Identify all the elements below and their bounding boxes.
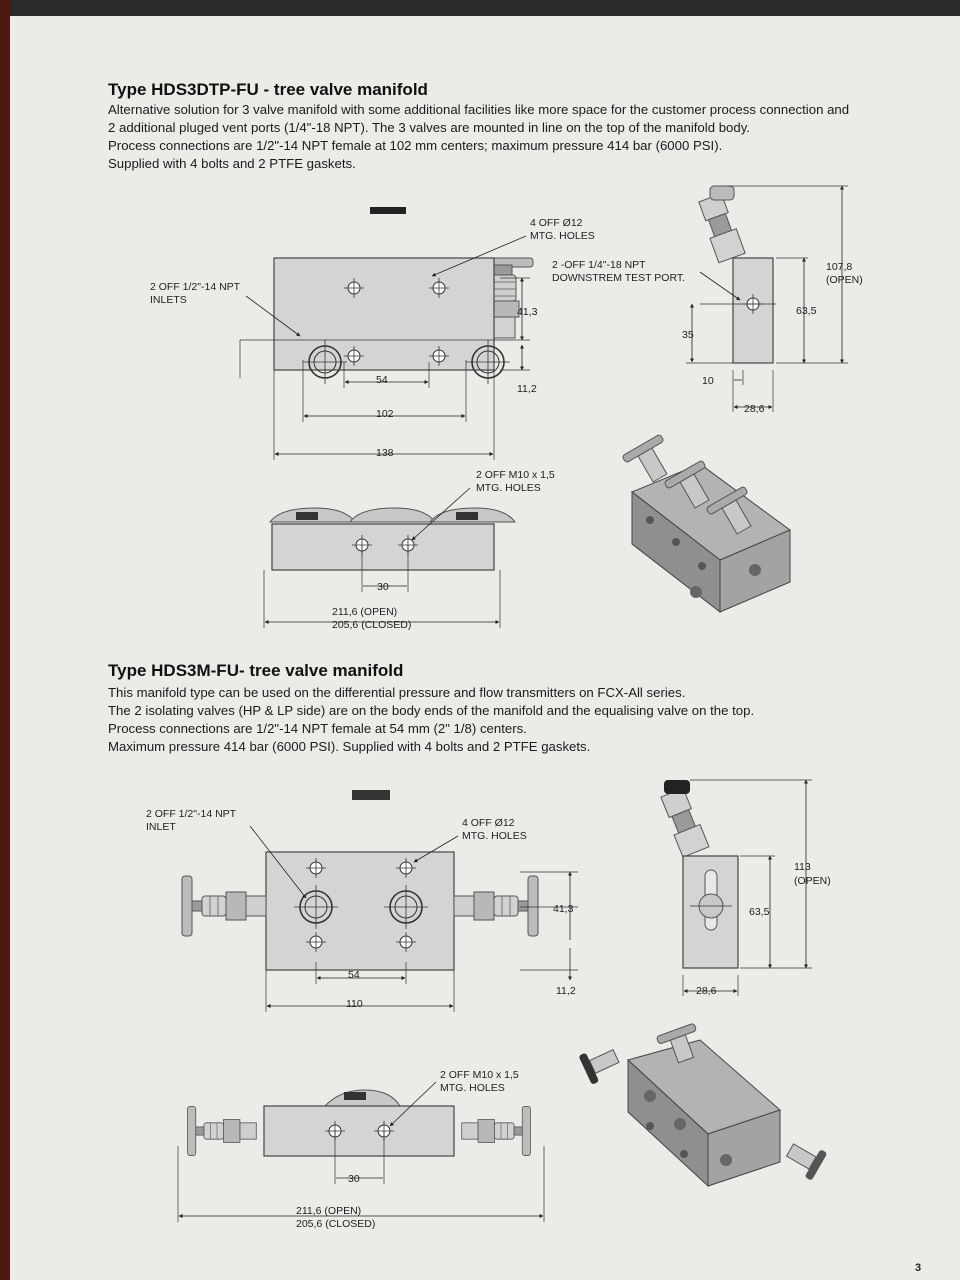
page-number: 3 xyxy=(915,1262,922,1274)
hds3dtp-front-view: 4 OFF Ø12 MTG. HOLES 2 OFF 1/2"-14 NPT I… xyxy=(150,207,595,460)
hds3dtp-mtg-m10-label: MTG. HOLES xyxy=(476,482,541,494)
hds3dtp-inlets-label: INLETS xyxy=(150,294,187,306)
dim-41-3: 41,3 xyxy=(517,306,538,318)
hds3dtp-inlets-label: 2 OFF 1/2"-14 NPT xyxy=(150,281,241,293)
header-bar xyxy=(10,0,960,16)
dim-open-length: 211,6 (OPEN) xyxy=(332,606,397,618)
hds3m-inlet-label: INLET xyxy=(146,821,176,833)
hds3dtp-mtg-holes-label: MTG. HOLES xyxy=(530,230,595,242)
dim-110: 110 xyxy=(346,998,363,1010)
hds3m-side-view: 113 (OPEN) 63,5 28,6 xyxy=(660,779,831,997)
hds3m-front-view: 2 OFF 1/2"-14 NPT INLET 4 OFF Ø12 MTG. H… xyxy=(146,790,578,1012)
hds3m-mtg-m10-label: 2 OFF M10 x 1,5 xyxy=(440,1069,519,1081)
section1-desc-line: 2 additional pluged vent ports (1/4"-18 … xyxy=(108,120,750,135)
hds3m-bottom-view: 2 OFF M10 x 1,5 MTG. HOLES 30 211,6 (OPE… xyxy=(177,1069,545,1230)
hds3m-mtg-m10-label: MTG. HOLES xyxy=(440,1082,505,1094)
hds3dtp-mtg-m10-label: 2 OFF M10 x 1,5 xyxy=(476,469,555,481)
dim-63-5: 63,5 xyxy=(749,906,770,918)
section1-title: Type HDS3DTP-FU - tree valve manifold xyxy=(108,80,428,99)
dim-closed-length: 205,6 (CLOSED) xyxy=(296,1218,375,1230)
dim-28-6: 28,6 xyxy=(696,985,717,997)
dim-11-2: 11,2 xyxy=(556,985,576,997)
hds3dtp-3d-view xyxy=(622,434,792,614)
section2-desc-line: Process connections are 1/2"-14 NPT fema… xyxy=(108,721,527,736)
hds3dtp-test-port-label: 2 -OFF 1/4"-18 NPT xyxy=(552,259,646,271)
hds3m-mtg-holes-label: MTG. HOLES xyxy=(462,830,527,842)
hds3m-mtg-holes-label: 4 OFF Ø12 xyxy=(462,817,515,829)
section1-description: Alternative solution for 3 valve manifol… xyxy=(108,101,948,173)
section1-desc-line: Supplied with 4 bolts and 2 PTFE gaskets… xyxy=(108,156,356,171)
dim-11-2: 11,2 xyxy=(517,383,537,395)
dim-54: 54 xyxy=(348,969,360,981)
dim-63-5: 63,5 xyxy=(796,305,817,317)
dim-107-8: 107,8 xyxy=(826,261,852,273)
hds3dtp-side-view: 2 -OFF 1/4"-18 NPT DOWNSTREM TEST PORT. … xyxy=(552,185,863,415)
dim-open-length: 211,6 (OPEN) xyxy=(296,1205,361,1217)
hds3dtp-bottom-view: 2 OFF M10 x 1,5 MTG. HOLES 30 211,6 (OPE… xyxy=(263,469,555,631)
dim-closed-length: 205,6 (CLOSED) xyxy=(332,619,411,631)
section2-desc-line: The 2 isolating valves (HP & LP side) ar… xyxy=(108,703,755,718)
dim-102: 102 xyxy=(376,408,394,420)
hds3dtp-mtg-holes-label: 4 OFF Ø12 xyxy=(530,217,583,229)
dim-30: 30 xyxy=(377,581,389,593)
datasheet-page: Type HDS3DTP-FU - tree valve manifold Al… xyxy=(10,0,960,1280)
dim-28-6: 28,6 xyxy=(744,403,765,415)
dim-35: 35 xyxy=(682,329,694,341)
dim-30: 30 xyxy=(348,1173,360,1185)
dim-54: 54 xyxy=(376,374,388,386)
dim-10: 10 xyxy=(702,375,714,387)
hds3m-3d-view xyxy=(579,1023,827,1188)
hds3dtp-test-port-label: DOWNSTREM TEST PORT. xyxy=(552,272,685,284)
dim-113: 113 xyxy=(794,861,811,873)
section1-desc-line: Alternative solution for 3 valve manifol… xyxy=(108,102,850,117)
section2-description: This manifold type can be used on the di… xyxy=(108,684,948,756)
dim-open: (OPEN) xyxy=(794,875,831,887)
section1-desc-line: Process connections are 1/2"-14 NPT fema… xyxy=(108,138,723,153)
dim-41-3: 41,3 xyxy=(553,903,574,915)
dim-open: (OPEN) xyxy=(826,274,863,286)
section2-title: Type HDS3M-FU- tree valve manifold xyxy=(108,661,404,680)
dim-138: 138 xyxy=(376,447,394,459)
section2-desc-line: Maximum pressure 414 bar (6000 PSI). Sup… xyxy=(108,739,591,754)
section2-desc-line: This manifold type can be used on the di… xyxy=(108,685,686,700)
hds3m-inlet-label: 2 OFF 1/2"-14 NPT xyxy=(146,808,237,820)
